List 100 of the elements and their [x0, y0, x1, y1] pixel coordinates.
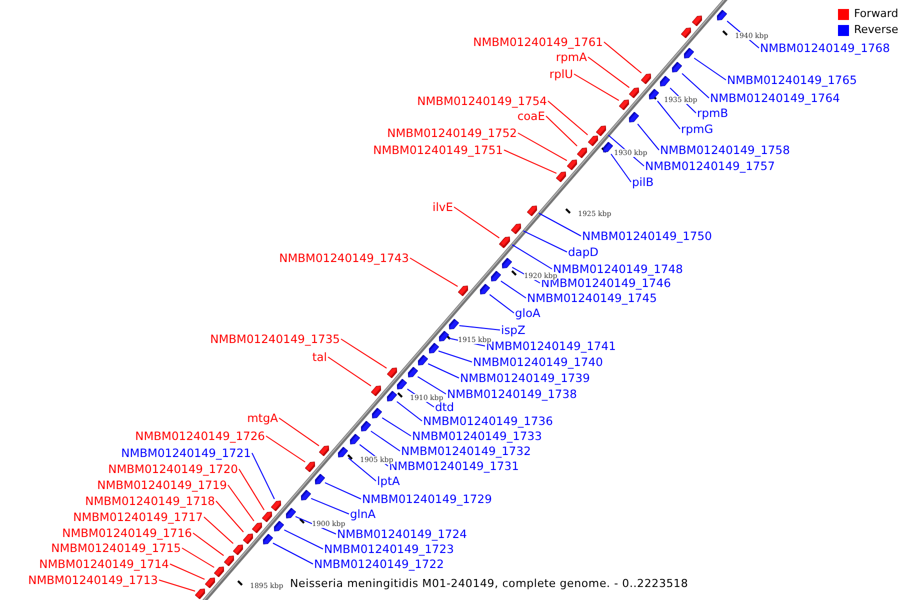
gene-label: NMBM01240149_1757	[645, 159, 775, 173]
leader-line	[454, 206, 500, 238]
gene-label: glnA	[350, 507, 376, 521]
reverse-gene-block	[416, 355, 428, 367]
leader-line	[310, 498, 350, 514]
forward-gene-block	[577, 146, 590, 158]
reverse-gene-block	[312, 474, 325, 486]
forward-gene-block	[641, 72, 654, 84]
reverse-gene-block	[384, 391, 397, 403]
forward-gene-block	[224, 554, 236, 566]
gene-label: NMBM01240149_1722	[314, 557, 444, 571]
reverse-gene-block	[406, 367, 418, 379]
reverse-gene-block	[395, 379, 408, 391]
leader-line	[512, 244, 552, 270]
gene-label: NMBM01240149_1745	[527, 291, 657, 305]
gene-label: NMBM01240149_1735	[210, 332, 340, 346]
gene-label: NMBM01240149_1719	[97, 478, 227, 492]
leader-line	[284, 529, 324, 550]
gene-label: NMBM01240149_1724	[337, 527, 467, 541]
forward-gene-block	[318, 444, 331, 456]
forward-gene-block	[233, 543, 246, 555]
forward-gene-block	[556, 170, 568, 182]
gene-label: NMBM01240149_1717	[73, 510, 203, 524]
reverse-gene-block	[670, 62, 682, 74]
gene-label: coaE	[517, 109, 545, 123]
leader-line	[682, 72, 710, 98]
leader-line	[192, 532, 224, 556]
gene-label: NMBM01240149_1732	[401, 444, 531, 458]
forward-gene-block	[629, 86, 642, 98]
leader-line	[182, 548, 215, 568]
leader-line	[204, 516, 234, 544]
gene-label: NMBM01240149_1765	[727, 73, 857, 87]
leader-line	[522, 230, 568, 252]
forward-gene-block	[511, 222, 524, 234]
gene-label: NMBM01240149_1738	[447, 387, 577, 401]
reverse-gene-block	[284, 508, 296, 520]
forward-gene-block	[458, 284, 470, 296]
gene-label: NMBM01240149_1752	[387, 126, 517, 140]
gene-label: lptA	[377, 474, 400, 488]
leader-line	[574, 74, 620, 101]
forward-gene-block	[262, 510, 274, 522]
gene-label: NMBM01240149_1750	[582, 229, 712, 243]
gene-label: NMBM01240149_1713	[28, 573, 158, 587]
gene-label: ilvE	[432, 200, 453, 214]
reverse-gene-block	[626, 112, 639, 124]
forward-gene-block	[305, 460, 318, 472]
leader-line	[637, 124, 660, 150]
leader-line	[370, 430, 400, 452]
reverse-gene-block	[272, 521, 284, 533]
gene-label: rpmA	[556, 50, 587, 64]
leader-line	[428, 363, 460, 378]
leader-line	[610, 154, 632, 182]
gene-label: gloA	[515, 306, 540, 320]
leader-line	[328, 356, 372, 386]
gene-label: NMBM01240149_1758	[660, 143, 790, 157]
gene-label: NMBM01240149_1720	[108, 462, 238, 476]
gene-label: NMBM01240149_1729	[362, 492, 492, 506]
leader-line	[518, 132, 568, 162]
leader-line	[272, 542, 314, 564]
reverse-gene-block	[682, 48, 694, 60]
gene-label: NMBM01240149_1718	[85, 494, 215, 508]
leader-line	[382, 417, 412, 436]
reverse-gene-block	[299, 490, 312, 502]
gene-label: NMBM01240149_1733	[412, 429, 542, 443]
forward-gene-block	[596, 124, 608, 136]
leader-line	[546, 116, 578, 146]
leader-line	[158, 580, 196, 592]
gene-label: dapD	[568, 245, 599, 259]
gene-label: NMBM01240149_1726	[135, 429, 265, 443]
legend-label: Forward	[854, 7, 898, 20]
reverse-gene-block	[260, 534, 273, 546]
leader-line	[538, 212, 582, 236]
forward-gene-block	[588, 134, 600, 146]
leader-line	[252, 452, 275, 500]
gene-label: rpmG	[681, 122, 714, 136]
forward-gene-block	[370, 384, 383, 396]
reverse-gene-block	[658, 76, 670, 88]
gene-label: NMBM01240149_1740	[473, 355, 603, 369]
gene-label: NMBM01240149_1754	[417, 94, 547, 108]
forward-gene-block	[214, 565, 226, 577]
leader-line	[548, 100, 588, 136]
forward-gene-block	[386, 366, 399, 378]
gene-label: tal	[312, 350, 327, 364]
leader-line	[656, 100, 680, 130]
forward-gene-block	[195, 587, 208, 599]
gene-label: rplU	[549, 67, 573, 81]
gene-label: NMBM01240149_1751	[373, 143, 503, 157]
gene-label: NMBM01240149_1716	[62, 526, 192, 540]
reverse-gene-block	[488, 271, 501, 283]
leader-line	[396, 401, 422, 422]
gene-label: NMBM01240149_1721	[121, 446, 251, 460]
leader-line	[278, 418, 320, 446]
gene-label: rpmB	[697, 106, 728, 120]
gene-label: NMBM01240149_1714	[39, 557, 169, 571]
gene-label: ispZ	[501, 323, 526, 337]
forward-gene-block	[618, 98, 631, 110]
reverse-gene-block	[370, 408, 382, 420]
leader-line	[228, 484, 254, 522]
gene-label: NMBM01240149_1739	[460, 371, 590, 385]
reverse-gene-block	[336, 447, 348, 459]
